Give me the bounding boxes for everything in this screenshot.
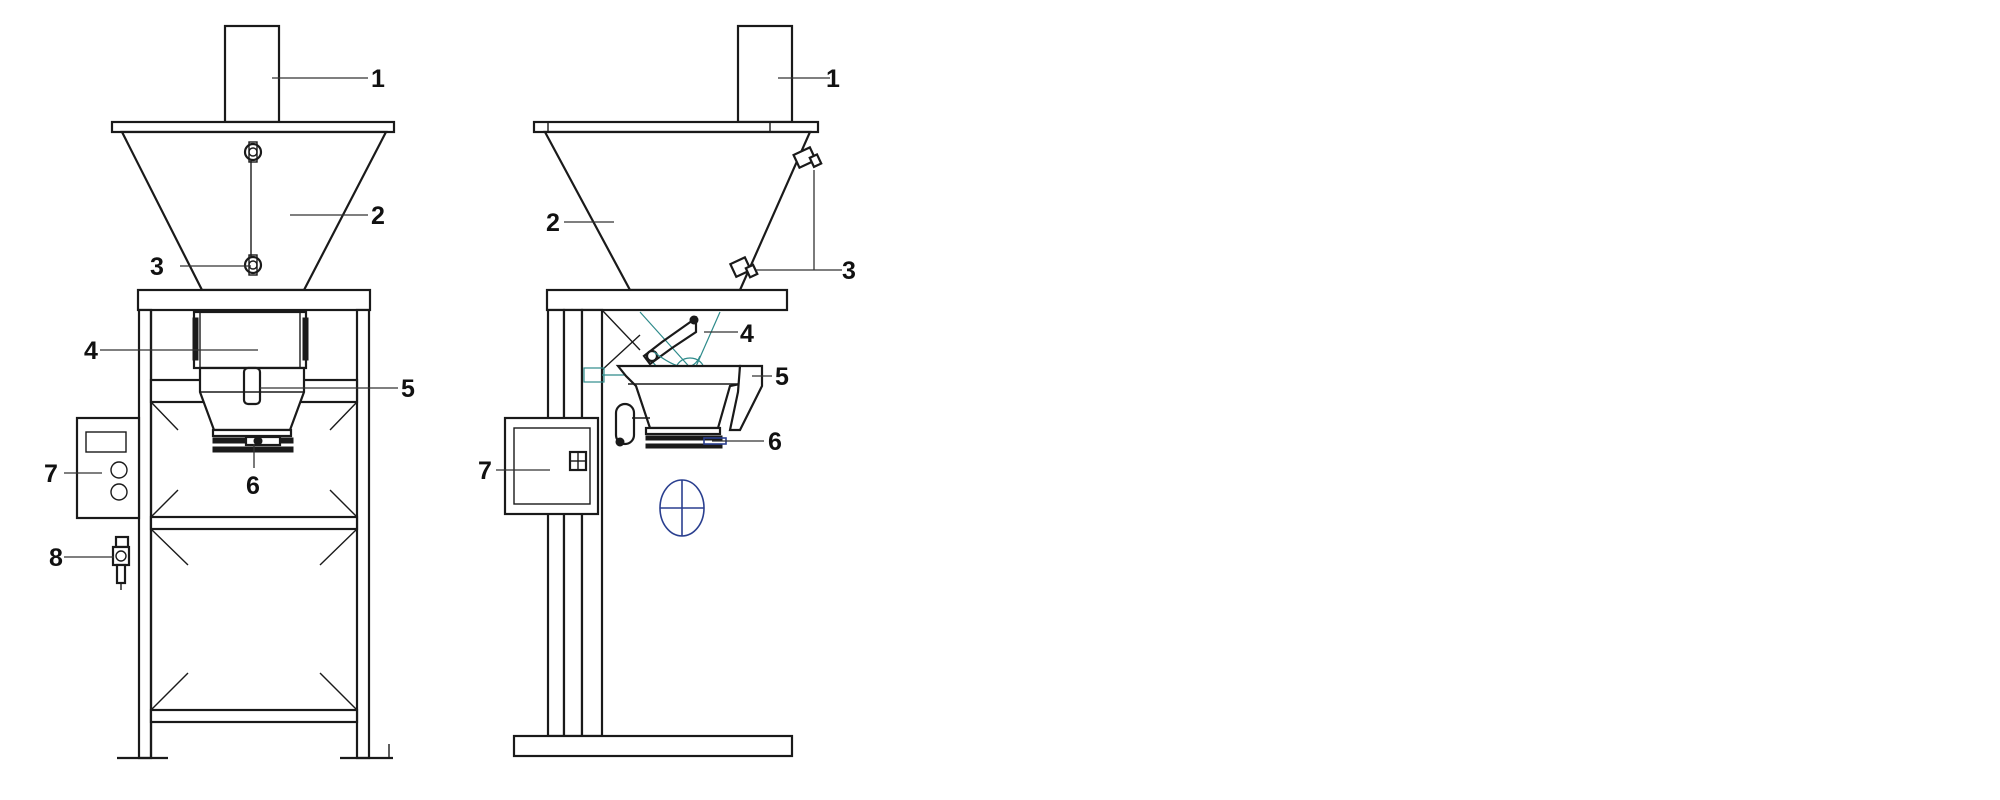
- front-air-filter: [111, 535, 131, 590]
- side-leader-lines: [496, 77, 830, 471]
- front-level-sensors: [243, 141, 263, 276]
- side-level-sensors: [728, 145, 842, 279]
- front-label-3: 3: [150, 253, 164, 281]
- side-label-2: 2: [546, 209, 560, 237]
- front-top-platform: [136, 288, 372, 312]
- front-view: 1 2 3 4 5 6 7 8: [44, 24, 415, 760]
- side-hopper-rim: [532, 120, 820, 134]
- side-view: 1 2 3 4 5 6 7: [478, 24, 856, 758]
- side-label-3: 3: [842, 257, 856, 285]
- side-label-5: 5: [775, 363, 789, 391]
- front-label-8: 8: [49, 544, 63, 572]
- side-label-4: 4: [740, 320, 754, 348]
- front-labels: 1 2 3 4 5 6 7 8: [44, 65, 415, 572]
- front-discharge-gate: [198, 366, 306, 432]
- front-weighing-bucket: [192, 310, 309, 370]
- side-control-box: [503, 416, 600, 516]
- side-label-7: 7: [478, 457, 492, 485]
- front-label-6: 6: [246, 472, 260, 500]
- side-bag-clamp: [614, 402, 727, 449]
- front-label-2: 2: [371, 202, 385, 230]
- front-control-box: [75, 416, 141, 520]
- side-top-platform: [545, 288, 789, 312]
- side-discharge-gate: [615, 364, 764, 432]
- side-label-1: 1: [826, 65, 840, 93]
- front-hopper-rim: [110, 120, 396, 134]
- side-label-6: 6: [768, 428, 782, 456]
- side-hopper: [543, 130, 812, 292]
- front-bag-clamp: [211, 428, 294, 453]
- side-labels: 1 2 3 4 5 6 7: [478, 65, 856, 485]
- front-label-7: 7: [44, 460, 58, 488]
- side-frame: [512, 308, 794, 758]
- front-leader-lines: [64, 77, 398, 558]
- side-inlet-pipe: [736, 24, 794, 124]
- front-label-4: 4: [84, 337, 98, 365]
- front-label-1: 1: [371, 65, 385, 93]
- front-label-5: 5: [401, 375, 415, 403]
- front-inlet-pipe: [223, 24, 281, 124]
- side-bag-target: [659, 479, 705, 537]
